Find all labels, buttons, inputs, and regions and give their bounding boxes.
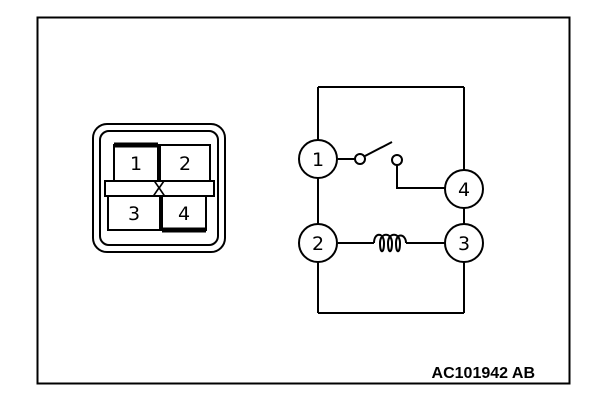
terminal-label-1: 1 xyxy=(312,149,324,171)
connector-pin-label-1: 1 xyxy=(130,153,142,175)
coil-symbol xyxy=(373,233,407,253)
connector-latch-bar xyxy=(104,180,215,197)
figure-code: AC101942 AB xyxy=(432,365,535,382)
terminal-label-3: 3 xyxy=(458,233,470,255)
wire-switch-to-4 xyxy=(396,165,445,189)
terminal-label-4: 4 xyxy=(458,179,470,201)
terminal-circle-2 xyxy=(298,223,338,263)
switch-contact-left xyxy=(354,153,366,165)
figure-border xyxy=(36,16,571,385)
connector-pin-label-2: 2 xyxy=(179,153,191,175)
connector-inner-shell xyxy=(99,130,219,246)
switch-blade xyxy=(364,141,393,157)
relay-schematic xyxy=(298,86,484,314)
connector-pin-label-3: 3 xyxy=(128,203,140,225)
connector-outer-shell xyxy=(92,123,226,253)
connector-center-mark: X xyxy=(152,178,165,200)
connector-face: X 1 2 3 4 xyxy=(92,123,226,253)
connector-pin-label-4: 4 xyxy=(178,203,190,225)
switch-contact-right xyxy=(391,154,403,166)
terminal-circle-4 xyxy=(444,169,484,209)
terminal-circle-3 xyxy=(444,223,484,263)
terminal-circle-1 xyxy=(298,139,338,179)
terminal-label-2: 2 xyxy=(312,233,324,255)
